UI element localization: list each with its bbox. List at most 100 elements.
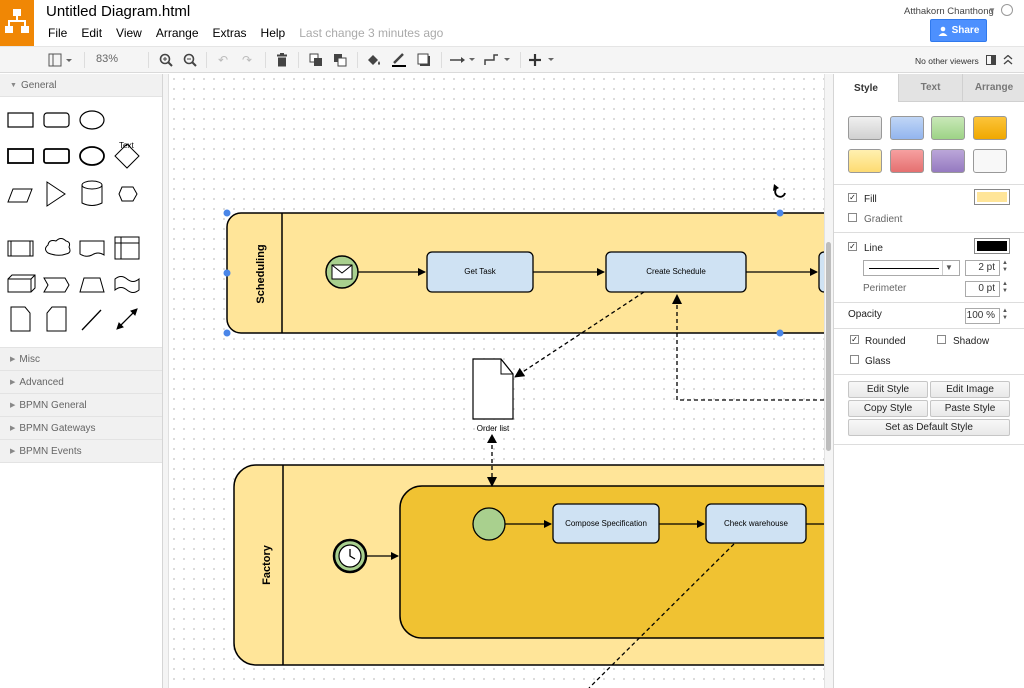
zoom-level[interactable]: 83% (96, 53, 119, 65)
style-swatch-white[interactable] (973, 149, 1007, 173)
shape-line[interactable] (81, 309, 102, 331)
copy-style-button[interactable]: Copy Style (848, 400, 928, 417)
redo-icon[interactable]: ↷ (241, 53, 253, 67)
message-start-event[interactable] (325, 255, 359, 289)
section-general[interactable]: ▼ General (0, 74, 162, 97)
menu-extras[interactable]: Extras (212, 26, 247, 40)
sub-start-event[interactable] (472, 507, 506, 541)
section-bpmn-general[interactable]: ▶BPMN General (0, 394, 162, 417)
tab-text[interactable]: Text (898, 74, 962, 102)
line-width-input[interactable]: 2 pt (965, 260, 1000, 276)
format-panel-icon[interactable] (984, 51, 998, 69)
section-advanced[interactable]: ▶Advanced (0, 371, 162, 394)
shape-cube[interactable] (7, 274, 36, 293)
delete-icon[interactable] (273, 51, 291, 69)
line-color-icon[interactable] (390, 51, 408, 69)
shape-card[interactable] (46, 306, 67, 332)
shape-ellipse-bold[interactable] (79, 146, 105, 166)
association-check-down[interactable] (588, 543, 735, 688)
shape-triangle[interactable] (46, 181, 66, 207)
page-view-icon[interactable] (46, 51, 74, 69)
shape-parallelogram[interactable] (7, 188, 33, 203)
style-swatch-yellow[interactable] (848, 149, 882, 173)
style-swatch-purple[interactable] (931, 149, 965, 173)
shape-document[interactable] (79, 240, 105, 257)
association-return[interactable] (672, 294, 824, 401)
line-color-picker[interactable] (974, 238, 1010, 254)
line-checkbox[interactable]: ✓ (848, 242, 857, 251)
shape-step[interactable] (43, 277, 70, 293)
style-swatch-blue[interactable] (890, 116, 924, 140)
shape-rhombus[interactable] (114, 143, 140, 169)
menu-arrange[interactable]: Arrange (155, 26, 199, 40)
opacity-stepper[interactable]: ▲▼ (1002, 308, 1008, 321)
shadow-icon[interactable] (415, 51, 433, 69)
line-width-stepper[interactable]: ▲▼ (1002, 260, 1008, 273)
shape-rectangle[interactable] (7, 112, 34, 128)
shape-rectangle-bold[interactable] (7, 148, 34, 164)
shape-tape[interactable] (114, 276, 140, 293)
task-next-clipped[interactable] (818, 251, 824, 293)
shape-cylinder[interactable] (81, 185, 103, 206)
menu-file[interactable]: File (48, 26, 68, 40)
shape-process[interactable] (7, 240, 34, 257)
rotate-handle-icon[interactable] (773, 184, 786, 198)
style-swatch-red[interactable] (890, 149, 924, 173)
to-front-icon[interactable] (307, 51, 325, 69)
section-bpmn-gateways[interactable]: ▶BPMN Gateways (0, 417, 162, 440)
selection-handles[interactable] (223, 209, 784, 337)
tab-arrange[interactable]: Arrange (962, 74, 1024, 102)
shadow-checkbox[interactable] (937, 335, 946, 344)
fill-color-icon[interactable] (365, 51, 383, 69)
undo-icon[interactable]: ↶ (217, 53, 229, 67)
shape-note[interactable] (10, 306, 31, 332)
menu-help[interactable]: Help (260, 26, 286, 40)
to-back-icon[interactable] (331, 51, 349, 69)
gradient-checkbox[interactable] (848, 213, 857, 222)
style-swatch-gray[interactable] (848, 116, 882, 140)
section-bpmn-events[interactable]: ▶BPMN Events (0, 440, 162, 463)
style-swatch-orange[interactable] (973, 116, 1007, 140)
shape-hexagon[interactable] (118, 186, 138, 202)
perimeter-input[interactable]: 0 pt (965, 281, 1000, 297)
opacity-input[interactable]: 100 % (965, 308, 1000, 324)
sidebar-splitter[interactable] (163, 74, 169, 688)
fill-checkbox[interactable]: ✓ (848, 193, 857, 202)
shape-bidirectional-arrow[interactable] (116, 308, 138, 330)
edit-image-button[interactable]: Edit Image (930, 381, 1010, 398)
scrollbar-thumb[interactable] (826, 242, 831, 451)
perimeter-stepper[interactable]: ▲▼ (1002, 281, 1008, 294)
shape-trapezoid[interactable] (79, 277, 105, 293)
diagram-canvas[interactable]: Scheduling Factory Get Task Create Sched… (169, 74, 824, 688)
tab-style[interactable]: Style (834, 74, 898, 102)
menu-edit[interactable]: Edit (81, 26, 103, 40)
user-name[interactable]: Atthakorn Chanthong (904, 6, 994, 17)
share-button[interactable]: Share (930, 19, 987, 42)
shape-table[interactable] (114, 236, 140, 260)
document-title[interactable]: Untitled Diagram.html (46, 3, 191, 20)
waypoints-icon[interactable] (483, 51, 513, 69)
globe-icon[interactable] (1001, 4, 1013, 16)
shape-text[interactable]: Text (119, 141, 134, 150)
shape-cloud[interactable] (45, 238, 71, 256)
association-create-to-doc[interactable] (514, 291, 645, 378)
shape-rounded-rectangle-bold[interactable] (43, 148, 70, 164)
paste-style-button[interactable]: Paste Style (930, 400, 1010, 417)
collapse-icon[interactable] (1001, 51, 1015, 69)
set-default-style-button[interactable]: Set as Default Style (848, 419, 1010, 436)
connection-icon[interactable] (449, 51, 477, 69)
timer-start-event[interactable] (332, 538, 368, 574)
fill-color-picker[interactable] (974, 189, 1010, 205)
chevron-down-icon[interactable]: ▼ (988, 6, 996, 15)
zoom-out-icon[interactable] (181, 51, 199, 69)
glass-checkbox[interactable] (850, 355, 859, 364)
zoom-in-icon[interactable] (157, 51, 175, 69)
menu-view[interactable]: View (116, 26, 142, 40)
rounded-checkbox[interactable]: ✓ (850, 335, 859, 344)
drawio-logo-icon[interactable] (0, 0, 34, 46)
style-swatch-green[interactable] (931, 116, 965, 140)
shape-rounded-rectangle[interactable] (43, 112, 70, 128)
edit-style-button[interactable]: Edit Style (848, 381, 928, 398)
line-pattern-select[interactable]: ▼ (863, 260, 960, 276)
insert-icon[interactable] (528, 51, 558, 69)
